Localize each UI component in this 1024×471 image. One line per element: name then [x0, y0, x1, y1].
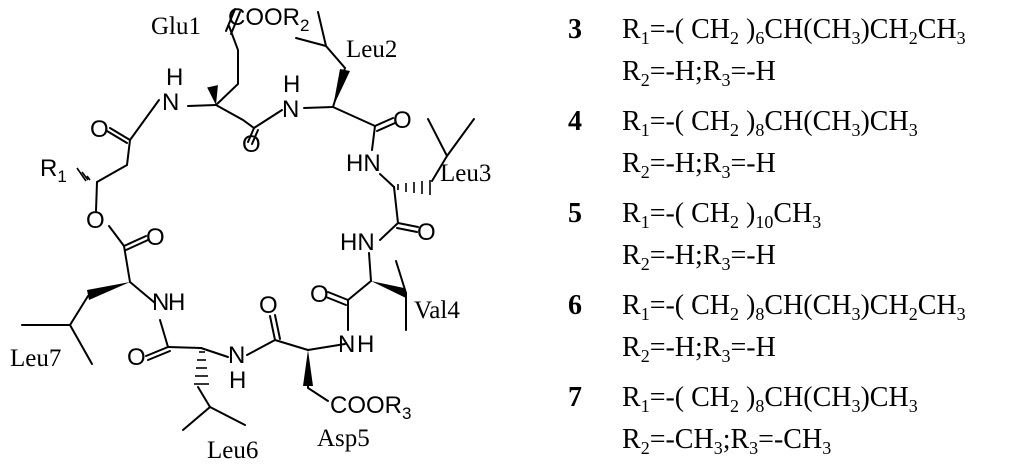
residue-label-leu2: Leu2 [346, 36, 397, 63]
stereo-bonds [76, 69, 431, 386]
oxygen-label: O [90, 116, 109, 143]
hydrogen-label: H [357, 331, 374, 358]
oxygen-label: O [310, 281, 329, 308]
hydrogen-label: H [168, 289, 185, 316]
compound-number: 5 [568, 198, 582, 229]
nitrogen-label: N [162, 89, 179, 116]
oxygen-label: O [127, 344, 146, 371]
r1-substituent: R1=-( CH2 )8CH(CH3)CH2CH3 [622, 290, 966, 324]
hydrogen-label: H [283, 71, 300, 98]
asp5-ester-label: COOR3 [330, 392, 411, 423]
oxygen-label: O [393, 107, 412, 134]
compound-number: 3 [568, 14, 582, 45]
oxygen-label: O [242, 131, 261, 158]
r1-substituent: R1=-( CH2 )8CH(CH3)CH3 [622, 106, 918, 140]
residue-label-glu1: Glu1 [151, 13, 201, 40]
cyclic-lipopeptide-structure: COOR2 O H N O HN O HN O N H O N H COOR3 … [10, 4, 491, 464]
oxygen-label: O [417, 219, 436, 246]
bond-skeleton [21, 8, 475, 431]
wedge-bond-val4 [371, 281, 406, 298]
r1-label: R1 [40, 155, 67, 186]
hashed-bond-leu6 [194, 351, 209, 385]
residue-label-asp5: Asp5 [317, 425, 370, 452]
r2-r3-substituents: R2=-H;R3=-H [622, 240, 776, 274]
nh-label: HN [346, 150, 381, 177]
nitrogen-label: N [282, 96, 299, 123]
hydrogen-label: H [166, 64, 183, 91]
glu1-ester-label: COOR2 [228, 4, 309, 35]
hashed-bond-leu3 [397, 180, 431, 195]
nh-label: HN [340, 229, 375, 256]
compound-number: 7 [568, 382, 582, 413]
r2-r3-substituents: R2=-H;R3=-H [622, 148, 776, 182]
compound-number: 4 [568, 106, 582, 137]
r1-substituent: R1=-( CH2 )6CH(CH3)CH2CH3 [622, 14, 966, 48]
r1-substituent: R1=-( CH2 )10CH3 [622, 198, 822, 232]
wedge-bond-glu1 [207, 85, 218, 105]
r2-r3-substituents: R2=-H;R3=-H [622, 332, 776, 366]
residue-label-leu3: Leu3 [440, 160, 491, 187]
oxygen-label: O [259, 292, 278, 319]
r2-r3-substituents: R2=-H;R3=-H [622, 56, 776, 90]
hydrogen-label: H [229, 367, 246, 394]
residue-label-leu6: Leu6 [207, 437, 258, 464]
nitrogen-label: N [228, 342, 245, 369]
hashed-bond-r1 [76, 167, 91, 182]
wedge-bond-leu7 [87, 282, 130, 300]
ester-oxygen-label: O [86, 207, 105, 234]
oxygen-label: O [146, 224, 165, 251]
wedge-bond-asp5 [303, 350, 313, 386]
wedge-bond-leu2 [333, 69, 350, 107]
compound-number: 6 [568, 290, 582, 321]
nitrogen-label: N [338, 331, 355, 358]
residue-labels: Glu1 Leu2 Leu3 Val4 Asp5 Leu6 Leu7 [10, 13, 491, 464]
r1-substituent: R1=-( CH2 )8CH(CH3)CH3 [622, 382, 918, 416]
r2-r3-substituents: R2=-CH3;R3=-CH3 [622, 424, 832, 458]
atom-labels: COOR2 O H N O HN O HN O N H O N H COOR3 … [40, 4, 436, 423]
nitrogen-label: N [152, 289, 169, 316]
residue-label-val4: Val4 [414, 297, 460, 324]
residue-label-leu7: Leu7 [10, 345, 61, 372]
